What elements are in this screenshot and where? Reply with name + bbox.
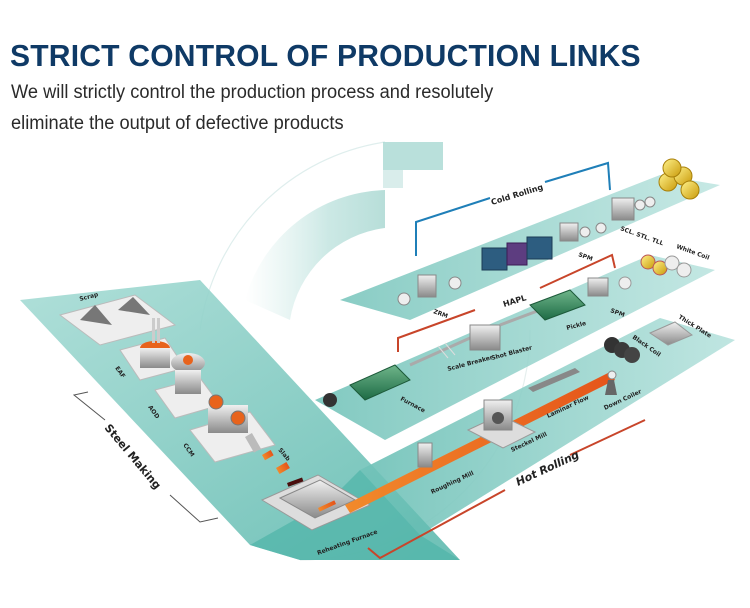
- hot-strip: [345, 372, 615, 513]
- svg-text:White Coil: White Coil: [675, 243, 710, 261]
- svg-text:ZRM: ZRM: [432, 308, 448, 320]
- cold-rolling-label: Cold Rolling: [490, 182, 544, 206]
- spm-cold-station: SPM: [559, 222, 607, 263]
- svg-text:SPM: SPM: [609, 307, 625, 319]
- svg-text:SPM: SPM: [577, 251, 593, 263]
- gold-coil-stack: [658, 158, 700, 200]
- cold-mill-stands: [481, 236, 553, 271]
- page-title: STRICT CONTROL OF PRODUCTION LINKS: [10, 38, 641, 73]
- subtitle-line-1: We will strictly control the production …: [11, 82, 494, 103]
- ccm-station: CCM: [181, 394, 276, 463]
- hapl-label: HAPL: [502, 293, 527, 309]
- hapl-platform: [315, 255, 715, 440]
- spm-hapl-station: SPM: [587, 276, 632, 319]
- steckel-mill-station: Steckel Mill: [466, 399, 548, 454]
- svg-text:Scrap: Scrap: [79, 291, 100, 303]
- scrap-station: Scrap: [58, 291, 177, 346]
- subtitle-line-2: eliminate the output of defective produc…: [11, 113, 344, 134]
- hot-rolling-platform: [360, 318, 735, 535]
- svg-text:SCL. STL. TLL: SCL. STL. TLL: [619, 225, 664, 247]
- svg-text:Pickle: Pickle: [566, 320, 587, 332]
- zrm-station: ZRM: [397, 274, 462, 320]
- pickle-station: Pickle: [499, 289, 587, 332]
